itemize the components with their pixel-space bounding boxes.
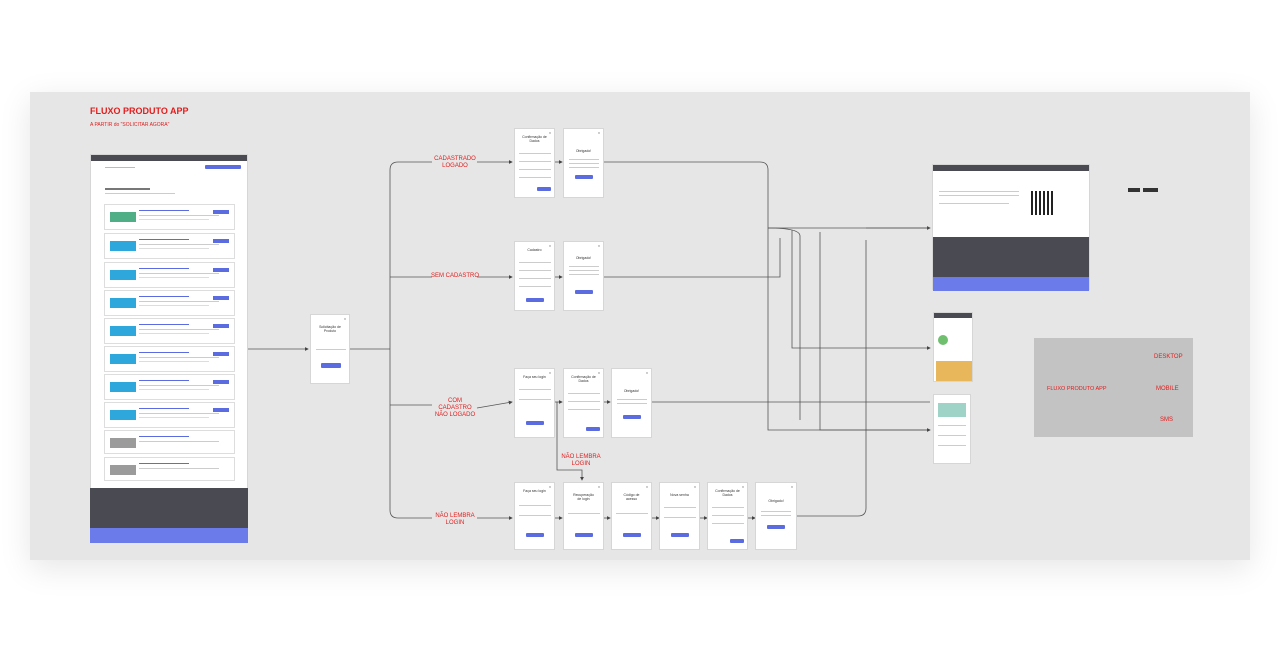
flow-label-nao-lembra-2: NÃO LEMBRA LOGIN bbox=[435, 513, 475, 526]
flow-label-com-cadastro: COM CADASTRO NÃO LOGADO bbox=[434, 398, 476, 418]
flow-label-cadastrado: CADASTRADO LOGADO bbox=[434, 156, 476, 169]
list-item[interactable] bbox=[104, 204, 235, 230]
list-item[interactable] bbox=[104, 346, 235, 372]
list-item[interactable] bbox=[104, 374, 235, 400]
output-mobile-page bbox=[933, 312, 973, 382]
list-item[interactable] bbox=[104, 457, 235, 481]
output-sms-page bbox=[933, 394, 971, 464]
list-item[interactable] bbox=[104, 262, 235, 288]
list-item[interactable] bbox=[104, 402, 235, 428]
qr-code-icon bbox=[1031, 191, 1055, 215]
legend-mobile: MOBILE bbox=[1156, 386, 1179, 392]
page-footer bbox=[90, 488, 248, 528]
output-desktop-page bbox=[932, 164, 1090, 291]
legend-sms: SMS bbox=[1160, 417, 1174, 423]
flow-label-sem-cadastro: SEM CADASTRO bbox=[430, 273, 479, 279]
app-store-badge-icon bbox=[1128, 188, 1140, 192]
list-item[interactable] bbox=[104, 430, 235, 454]
diagram-subtitle: A PARTIR do "SOLICITAR AGORA" bbox=[90, 122, 170, 128]
list-item[interactable] bbox=[104, 318, 235, 344]
screen-solicitacao: x Solicitação de Produto bbox=[310, 314, 350, 384]
list-item[interactable] bbox=[104, 233, 235, 259]
legend-root: FLUXO PRODUTO APP bbox=[1047, 386, 1107, 392]
flow-label-nao-lembra-1: NÃO LEMBRA LOGIN bbox=[561, 454, 601, 467]
page-footer-bar bbox=[90, 528, 248, 543]
google-play-badge-icon bbox=[1143, 188, 1158, 192]
legend-box bbox=[1034, 338, 1193, 437]
list-item[interactable] bbox=[104, 290, 235, 316]
legend-desktop: DESKTOP bbox=[1154, 354, 1183, 360]
diagram-title: FLUXO PRODUTO APP bbox=[90, 106, 189, 116]
